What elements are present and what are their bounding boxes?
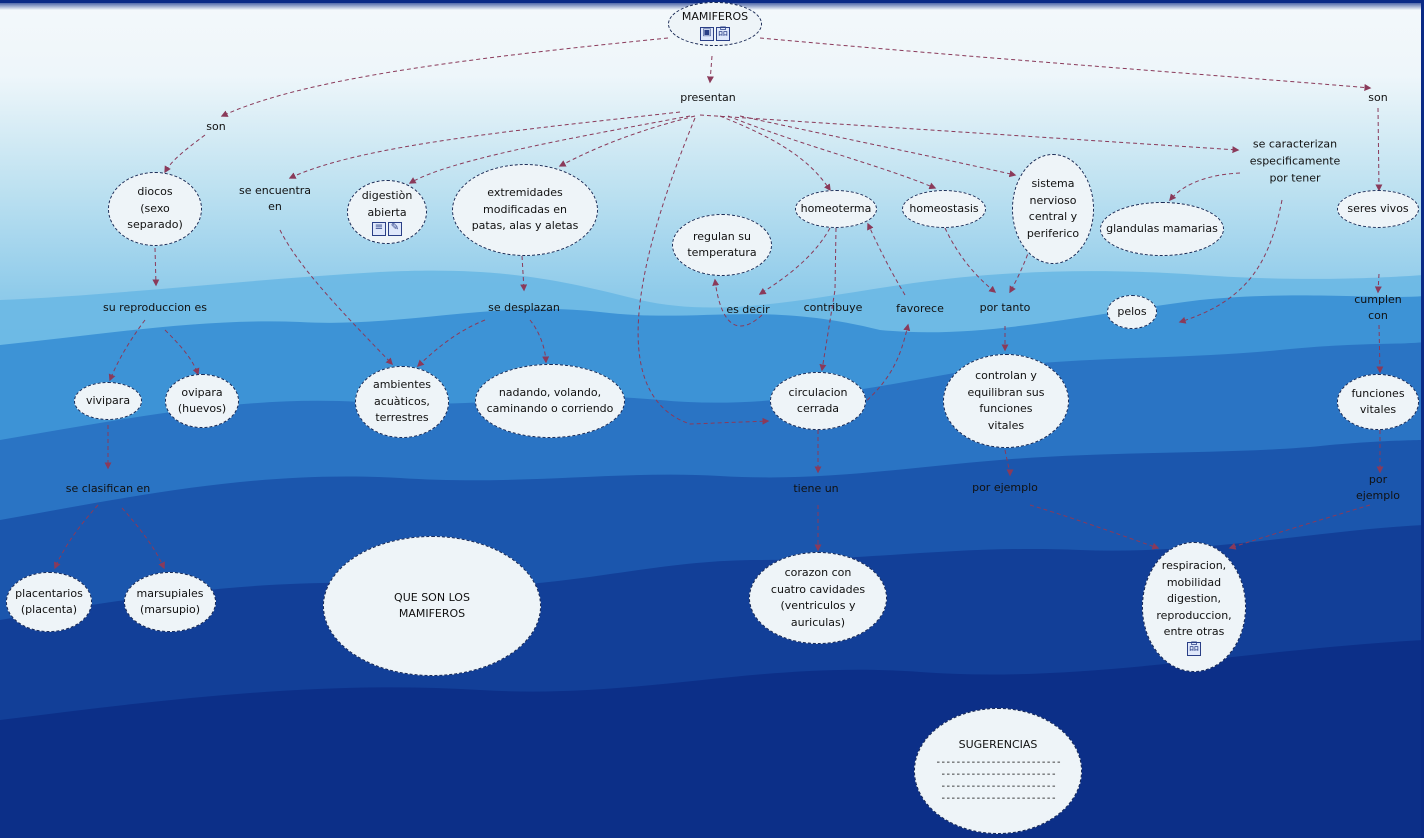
- node-corazon[interactable]: corazon con cuatro cavidades (ventriculo…: [749, 552, 887, 644]
- node-mamiferos-label: MAMIFEROS: [681, 10, 749, 24]
- node-marsupiales[interactable]: marsupiales (marsupio): [124, 572, 216, 632]
- node-seres-vivos-label: seres vivos: [1347, 201, 1409, 215]
- node-diocos[interactable]: diocos (sexo separado): [108, 172, 202, 246]
- label-se-caracterizan[interactable]: se caracterizan especificamente por tene…: [1249, 137, 1341, 185]
- node-controlan[interactable]: controlan y equilibran sus funciones vit…: [943, 354, 1069, 448]
- node-vivipara-label: vivipara: [85, 393, 131, 407]
- node-homeoterma-label: homeoterma: [800, 201, 872, 215]
- node-nadando-label: nadando, volando, caminando o corriendo: [486, 385, 614, 416]
- node-diocos-label: diocos (sexo separado): [127, 185, 183, 232]
- sitemap-icon[interactable]: 品: [1187, 641, 1201, 656]
- node-ambientes[interactable]: ambientes acuàticos, terrestres: [355, 366, 449, 438]
- node-placentarios-label: placentarios (placenta): [15, 586, 83, 617]
- node-nadando[interactable]: nadando, volando, caminando o corriendo: [475, 364, 625, 438]
- node-funciones-label: funciones vitales: [1351, 386, 1405, 417]
- node-homeostasis-label: homeostasis: [909, 201, 979, 215]
- document-icon[interactable]: ≡: [372, 222, 386, 236]
- node-ambientes-label: ambientes acuàticos, terrestres: [372, 378, 432, 425]
- node-que-son-label: QUE SON LOS MAMIFEROS: [394, 590, 470, 621]
- label-por-tanto[interactable]: por tanto: [979, 301, 1031, 314]
- node-extremidades-label: extremidades modificadas en patas, alas …: [471, 186, 579, 233]
- node-sugerencias[interactable]: SUGERENCIAS ------------------------- --…: [914, 708, 1082, 834]
- label-se-encuentra[interactable]: se encuentra en: [238, 184, 312, 213]
- node-sistema-label: sistema nervioso central y periferico: [1026, 177, 1080, 240]
- node-vivipara[interactable]: vivipara: [74, 382, 142, 420]
- label-es-decir[interactable]: es decir: [726, 303, 770, 316]
- node-respiracion-label: respiracion, mobilidad digestion, reprod…: [1156, 559, 1232, 639]
- node-ovipara-label: ovipara (huevos): [177, 385, 227, 416]
- node-sugerencias-title: SUGERENCIAS: [958, 737, 1038, 751]
- label-presentan[interactable]: presentan: [680, 91, 736, 104]
- label-contribuye[interactable]: contribuye: [803, 301, 863, 314]
- label-favorece[interactable]: favorece: [896, 302, 944, 315]
- node-regulan-label: regulan su temperatura: [687, 229, 757, 260]
- node-que-son[interactable]: QUE SON LOS MAMIFEROS: [323, 536, 541, 676]
- node-digestion-label: digestiòn abierta: [361, 189, 413, 219]
- node-marsupiales-label: marsupiales (marsupio): [136, 586, 204, 617]
- node-homeoterma[interactable]: homeoterma: [795, 190, 877, 228]
- node-pelos-label: pelos: [1117, 304, 1147, 318]
- node-sugerencias-lines: ------------------------- --------------…: [935, 757, 1062, 805]
- sitemap-icon[interactable]: 品: [716, 26, 730, 41]
- label-tiene-un[interactable]: tiene un: [793, 482, 839, 495]
- node-corazon-label: corazon con cuatro cavidades (ventriculo…: [770, 566, 866, 629]
- node-digestion[interactable]: digestiòn abierta ≡ ✎: [347, 180, 427, 244]
- node-homeostasis[interactable]: homeostasis: [902, 190, 986, 228]
- note-icon[interactable]: ✎: [388, 222, 402, 236]
- node-glandulas[interactable]: glandulas mamarias: [1100, 202, 1224, 256]
- node-pelos[interactable]: pelos: [1107, 295, 1157, 329]
- node-funciones[interactable]: funciones vitales: [1337, 374, 1419, 430]
- node-seres-vivos[interactable]: seres vivos: [1337, 190, 1419, 228]
- label-se-desplazan[interactable]: se desplazan: [488, 301, 560, 314]
- node-sistema[interactable]: sistema nervioso central y periferico: [1012, 154, 1094, 264]
- node-extremidades[interactable]: extremidades modificadas en patas, alas …: [452, 164, 598, 256]
- label-se-clasifican[interactable]: se clasifican en: [65, 482, 151, 495]
- node-circulacion-label: circulacion cerrada: [788, 385, 848, 416]
- node-glandulas-label: glandulas mamarias: [1106, 221, 1218, 235]
- label-por-ejemplo-1[interactable]: por ejemplo: [972, 481, 1038, 494]
- label-son-left[interactable]: son: [206, 120, 226, 133]
- label-son-right[interactable]: son: [1368, 91, 1388, 104]
- label-por-ejemplo-2[interactable]: por ejemplo: [1355, 473, 1401, 502]
- image-icon[interactable]: ▣: [700, 26, 714, 41]
- node-controlan-label: controlan y equilibran sus funciones vit…: [967, 369, 1045, 432]
- node-placentarios[interactable]: placentarios (placenta): [6, 572, 92, 632]
- node-circulacion[interactable]: circulacion cerrada: [770, 372, 866, 430]
- node-mamiferos[interactable]: MAMIFEROS ▣ 品: [668, 2, 762, 46]
- node-respiracion[interactable]: respiracion, mobilidad digestion, reprod…: [1142, 542, 1246, 672]
- label-su-reproduccion[interactable]: su reproduccion es: [102, 301, 208, 314]
- node-regulan[interactable]: regulan su temperatura: [672, 214, 772, 276]
- label-cumplen-con[interactable]: cumplen con: [1354, 293, 1402, 322]
- node-ovipara[interactable]: ovipara (huevos): [165, 374, 239, 428]
